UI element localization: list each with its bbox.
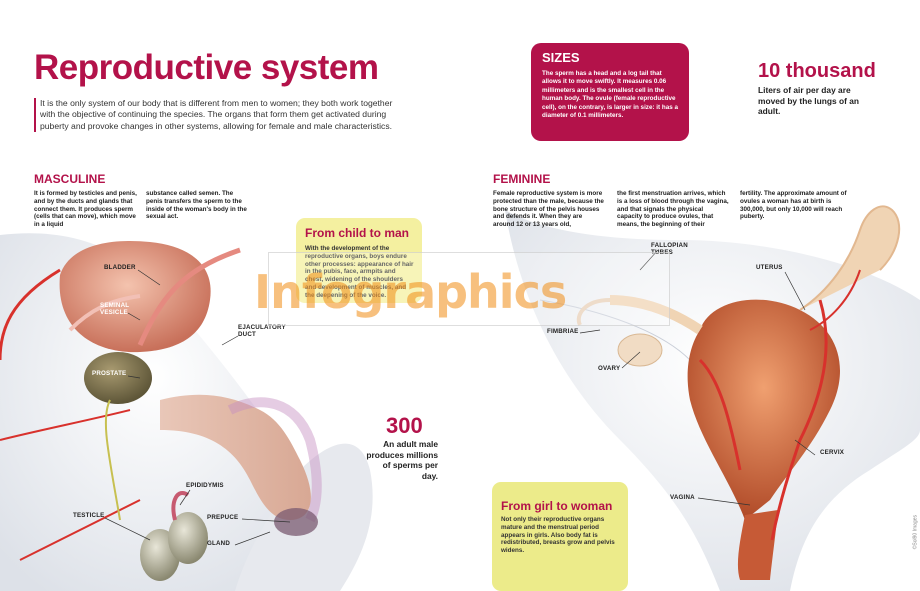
feminine-heading: FEMININE: [493, 172, 551, 186]
label-seminal-vesicle: SEMINAL VESICLE: [100, 302, 130, 316]
stat-sperm-desc: An adult male produces millions of sperm…: [366, 439, 438, 481]
label-bladder: BLADDER: [104, 264, 136, 271]
female-organs-illustration: [576, 205, 901, 580]
child-to-man-box: From child to man With the development o…: [296, 218, 422, 303]
epididymis-shape: [171, 491, 190, 521]
label-ejaculatory-duct: EJACULATORY DUCT: [238, 324, 286, 338]
fallopian-tube-right: [799, 205, 901, 311]
male-organs-illustration: [0, 240, 322, 581]
stat-air-value: 10 thousand: [758, 60, 876, 82]
penis-shaft: [160, 394, 311, 520]
masculine-col1: It is formed by testicles and penis, and…: [34, 190, 137, 229]
vagina-shape: [737, 510, 778, 580]
child-to-man-heading: From child to man: [305, 226, 410, 240]
sizes-box: SIZES The sperm has a head and a log tai…: [531, 43, 689, 141]
child-to-man-text: With the development of the reproductive…: [305, 245, 414, 299]
label-uterus: UTERUS: [756, 264, 783, 271]
label-prepuce: PREPUCE: [207, 514, 239, 521]
seminal-vesicle-shape: [68, 294, 141, 332]
masculine-heading: MASCULINE: [34, 172, 106, 186]
page-title: Reproductive system: [34, 48, 379, 87]
label-vagina: VAGINA: [670, 494, 695, 501]
label-prostate: PROSTATE: [92, 370, 127, 377]
label-ovary: OVARY: [598, 365, 621, 372]
masculine-col2: substance called semen. The penis transf…: [146, 190, 247, 221]
feminine-col2: the first menstruation arrives, which is…: [617, 190, 729, 229]
girl-to-woman-box: From girl to woman Not only their reprod…: [492, 482, 628, 591]
feminine-col3: fertility. The approximate amount of ovu…: [740, 190, 847, 221]
ovary-shape: [617, 333, 663, 367]
sizes-heading: SIZES: [542, 50, 580, 65]
testicle-right: [168, 512, 208, 564]
label-fimbriae: FIMBRIAE: [547, 328, 579, 335]
girl-to-woman-text: Not only their reproductive organs matur…: [501, 516, 615, 555]
fallopian-tube-left: [609, 295, 703, 335]
label-epididymis: EPIDIDYMIS: [186, 482, 224, 489]
watermark-frame: [268, 252, 670, 326]
intro-paragraph: It is the only system of our body that i…: [34, 98, 410, 133]
label-testicle: TESTICLE: [73, 512, 105, 519]
girl-to-woman-heading: From girl to woman: [501, 499, 613, 513]
label-cervix: CERVIX: [820, 449, 845, 456]
stat-sperm-value: 300: [386, 413, 423, 438]
image-credit: ©Sol90 Images: [912, 515, 918, 550]
uterus-shape: [687, 299, 840, 520]
sizes-text: The sperm has a head and a log tail that…: [542, 70, 679, 120]
prostate-shape: [84, 352, 152, 404]
watermark-text: Infographics: [254, 265, 567, 319]
gland-shape: [274, 508, 318, 536]
stat-air-desc: Liters of air per day are moved by the l…: [758, 85, 859, 116]
label-gland: GLAND: [207, 540, 230, 547]
feminine-col1: Female reproductive system is more prote…: [493, 190, 604, 229]
fimbriae-shape: [576, 298, 611, 326]
leader-lines: [104, 249, 816, 546]
